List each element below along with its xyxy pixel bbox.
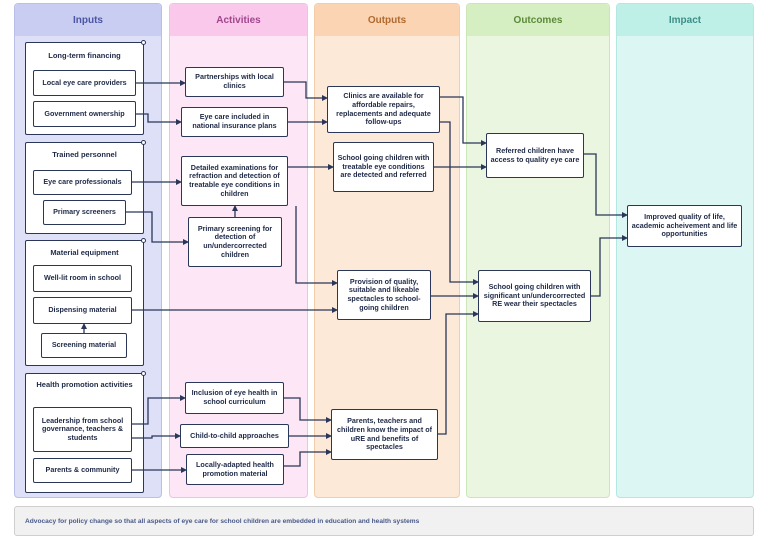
input-well-lit-room: Well-lit room in school xyxy=(33,265,132,292)
group-title: Material equipment xyxy=(50,248,119,257)
connector-dot xyxy=(141,238,146,243)
connector-dot xyxy=(141,371,146,376)
activity-partnerships: Partnerships with local clinics xyxy=(185,67,284,97)
column-header-outputs: Outputs xyxy=(315,4,459,36)
group-title: Trained personnel xyxy=(52,150,117,159)
input-eye-care-professionals: Eye care professionals xyxy=(33,170,132,195)
activity-curriculum: Inclusion of eye health in school curric… xyxy=(185,382,284,414)
group-title: Long-term financing xyxy=(48,51,121,60)
output-children-detected: School going children with treatable eye… xyxy=(333,142,434,192)
column-impact: Impact xyxy=(616,3,754,498)
column-header-inputs: Inputs xyxy=(15,4,161,36)
input-local-eye-care-providers: Local eye care providers xyxy=(33,70,136,96)
input-screening-material: Screening material xyxy=(41,333,127,358)
output-provision-spectacles: Provision of quality, suitable and likea… xyxy=(337,270,431,320)
activity-health-promotion-material: Locally-adapted health promotion materia… xyxy=(186,454,284,485)
group-title: Health promotion activities xyxy=(36,380,133,389)
activity-primary-screening: Primary screening for detection of un/un… xyxy=(188,217,282,267)
column-header-impact: Impact xyxy=(617,4,753,36)
activity-insurance: Eye care included in national insurance … xyxy=(181,107,288,137)
input-government-ownership: Government ownership xyxy=(33,101,136,127)
input-leadership: Leadership from school governance, teach… xyxy=(33,407,132,452)
outcome-access-to-care: Referred children have access to quality… xyxy=(486,133,584,178)
footer-advocacy: Advocacy for policy change so that all a… xyxy=(14,506,754,536)
input-primary-screeners: Primary screeners xyxy=(43,200,126,225)
output-awareness: Parents, teachers and children know the … xyxy=(331,409,438,460)
column-header-outcomes: Outcomes xyxy=(467,4,609,36)
input-dispensing-material: Dispensing material xyxy=(33,297,132,324)
outcome-wear-spectacles: School going children with significant u… xyxy=(478,270,591,322)
column-outcomes: Outcomes xyxy=(466,3,610,498)
input-parents-community: Parents & community xyxy=(33,458,132,483)
activity-detailed-examinations: Detailed examinations for refraction and… xyxy=(181,156,288,206)
connector-dot xyxy=(141,40,146,45)
impact-quality-of-life: Improved quality of life, academic achei… xyxy=(627,205,742,247)
connector-dot xyxy=(141,140,146,145)
column-header-activities: Activities xyxy=(170,4,307,36)
activity-child-to-child: Child-to-child approaches xyxy=(180,424,289,448)
output-clinics-available: Clinics are available for affordable rep… xyxy=(327,86,440,133)
